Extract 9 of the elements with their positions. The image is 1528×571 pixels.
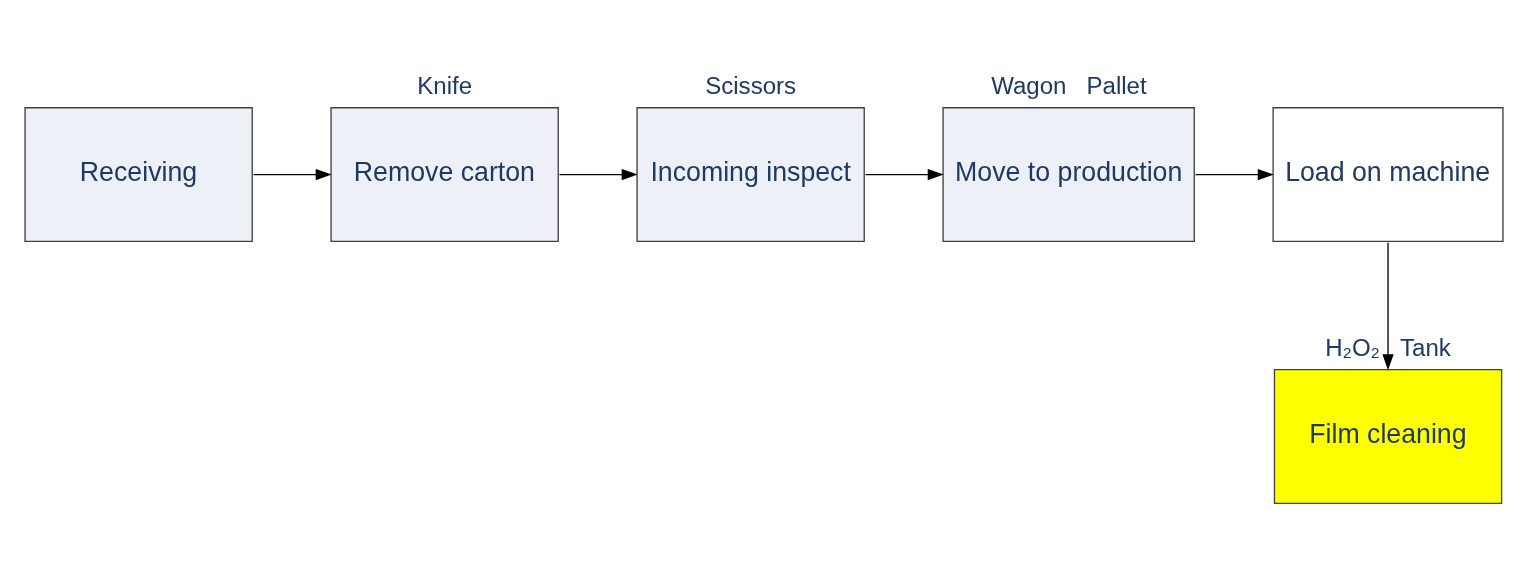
node-label: Knife — [417, 71, 473, 99]
arrow — [558, 168, 638, 181]
arrow — [1382, 242, 1394, 371]
node-label: H₂O₂ Tank — [1325, 333, 1451, 361]
arrow — [1194, 168, 1274, 181]
node-label: Wagon Pallet — [991, 71, 1147, 99]
arrow — [252, 168, 332, 181]
arrow — [864, 168, 944, 181]
node-label: Scissors — [705, 71, 797, 99]
